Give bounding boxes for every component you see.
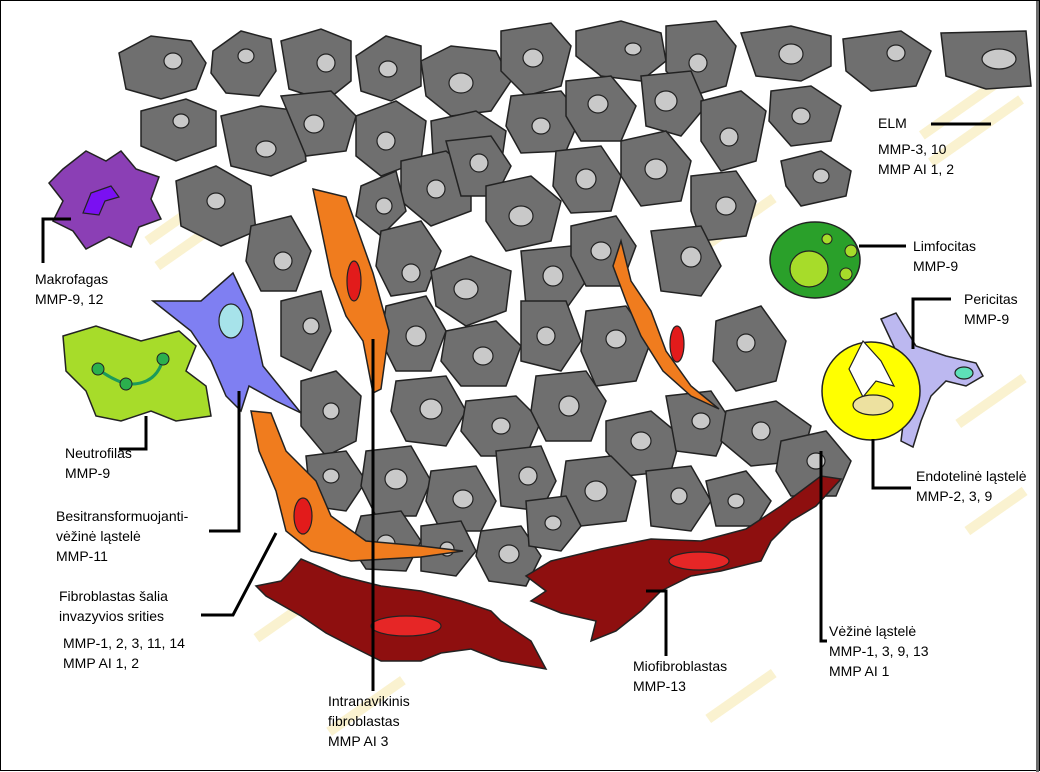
tumor-cell (431, 256, 511, 326)
tumor-cell (701, 91, 766, 171)
tumor-cell (521, 301, 581, 371)
label-makrofagas-title: Makrofagas (35, 269, 108, 289)
tumor-cell (501, 23, 571, 96)
label-elm-mmp: MMP-3, 10 (878, 139, 954, 159)
label-neutrofilas-title: Neutrofilas (65, 443, 132, 463)
label-pericitas-title: Pericitas (964, 289, 1018, 309)
macrophage (49, 151, 161, 249)
tumor-cell (843, 31, 931, 91)
label-limfocitas-title: Limfocitas (913, 236, 976, 256)
label-makrofagas-mmp: MMP-9, 12 (35, 289, 108, 309)
tumor-cell (769, 86, 841, 146)
label-vezine-ai: MMP AI 1 (829, 661, 929, 681)
neutrophil (63, 326, 211, 421)
tumor-cell (211, 31, 276, 96)
label-besitransformuojanti: Besitransformuojanti- vėžinė ląstelė MMP… (56, 506, 188, 566)
label-neutrofilas-mmp: MMP-9 (65, 463, 132, 483)
leader-besitransformuojanti (209, 391, 239, 531)
label-miofibroblastas-mmp: MMP-13 (633, 676, 727, 696)
leader-endoteline (873, 439, 911, 488)
label-miofibroblastas: Miofibroblastas MMP-13 (633, 656, 727, 696)
leader-pericitas (913, 299, 951, 349)
tumor-cell (666, 391, 731, 456)
label-elm-title: ELM (878, 113, 954, 133)
leader-fibroblastas-salia (201, 533, 276, 615)
tumor-cell (741, 26, 831, 81)
tumor-cell (553, 146, 621, 213)
label-endoteline: Endotelinė ląstelė MMP-2, 3, 9 (916, 466, 1027, 506)
tumor-cell (301, 371, 361, 456)
label-besitransformuojanti-mmp: MMP-11 (56, 546, 188, 566)
label-pericitas: Pericitas MMP-9 (964, 289, 1018, 329)
label-intranavikinis-line2: fibroblastas (328, 711, 410, 731)
tumor-cell (381, 296, 446, 371)
tumor-cell (441, 321, 521, 386)
label-fibroblastas-salia-mmp-block: MMP-1, 2, 3, 11, 14 MMP AI 1, 2 (63, 633, 185, 673)
tumor-cell (119, 36, 206, 99)
label-miofibroblastas-title: Miofibroblastas (633, 656, 727, 676)
label-elm: ELM MMP-3, 10 MMP AI 1, 2 (878, 113, 954, 179)
label-makrofagas: Makrofagas MMP-9, 12 (35, 269, 108, 309)
tumor-cell (356, 36, 421, 101)
label-intranavikinis: Intranavikinis fibroblastas MMP AI 3 (328, 691, 410, 751)
label-vezine-title: Vėžinė ląstelė (829, 621, 929, 641)
lymphocyte (770, 222, 860, 298)
label-endoteline-mmp: MMP-2, 3, 9 (916, 486, 1027, 506)
label-fibroblastas-salia-line2: invazyvios srities (59, 606, 168, 626)
label-intranavikinis-line1: Intranavikinis (328, 691, 410, 711)
tumor-cell (176, 166, 256, 246)
tumor-cell (706, 471, 771, 526)
tumor-cell (486, 176, 561, 251)
tumor-cell (281, 29, 351, 101)
tumor-cell (141, 99, 216, 161)
label-elm-ai: MMP AI 1, 2 (878, 159, 954, 179)
label-vezine: Vėžinė ląstelė MMP-1, 3, 9, 13 MMP AI 1 (829, 621, 929, 681)
tumor-cell (713, 306, 786, 391)
label-fibroblastas-salia-ai: MMP AI 1, 2 (63, 653, 185, 673)
tumor-cell (246, 216, 311, 291)
label-neutrofilas: Neutrofilas MMP-9 (65, 443, 132, 483)
label-besitransformuojanti-line2: vėžinė ląstelė (56, 526, 188, 546)
tumor-cell (281, 291, 331, 371)
tumor-cell (576, 21, 666, 81)
label-fibroblastas-salia-line1: Fibroblastas šalia (59, 586, 168, 606)
tumor-cell (566, 76, 636, 141)
label-intranavikinis-ai: MMP AI 3 (328, 731, 410, 751)
tumor-cell (781, 151, 851, 206)
label-fibroblastas-salia-mmp: MMP-1, 2, 3, 11, 14 (63, 633, 185, 653)
tumor-cell-mass (119, 21, 1031, 586)
endothelial-cell-vessel (822, 341, 920, 440)
label-besitransformuojanti-line1: Besitransformuojanti- (56, 506, 188, 526)
label-endoteline-title: Endotelinė ląstelė (916, 466, 1027, 486)
label-limfocitas-mmp: MMP-9 (913, 256, 976, 276)
tumor-cell (646, 466, 711, 531)
label-fibroblastas-salia: Fibroblastas šalia invazyvios srities (59, 586, 168, 626)
label-vezine-mmp: MMP-1, 3, 9, 13 (829, 641, 929, 661)
label-limfocitas: Limfocitas MMP-9 (913, 236, 976, 276)
tumor-cell (391, 376, 466, 446)
label-pericitas-mmp: MMP-9 (964, 309, 1018, 329)
tumor-cell (376, 221, 441, 296)
tumor-cell (621, 131, 691, 206)
tumor-cell (421, 46, 511, 116)
tumor-cell (941, 31, 1031, 89)
